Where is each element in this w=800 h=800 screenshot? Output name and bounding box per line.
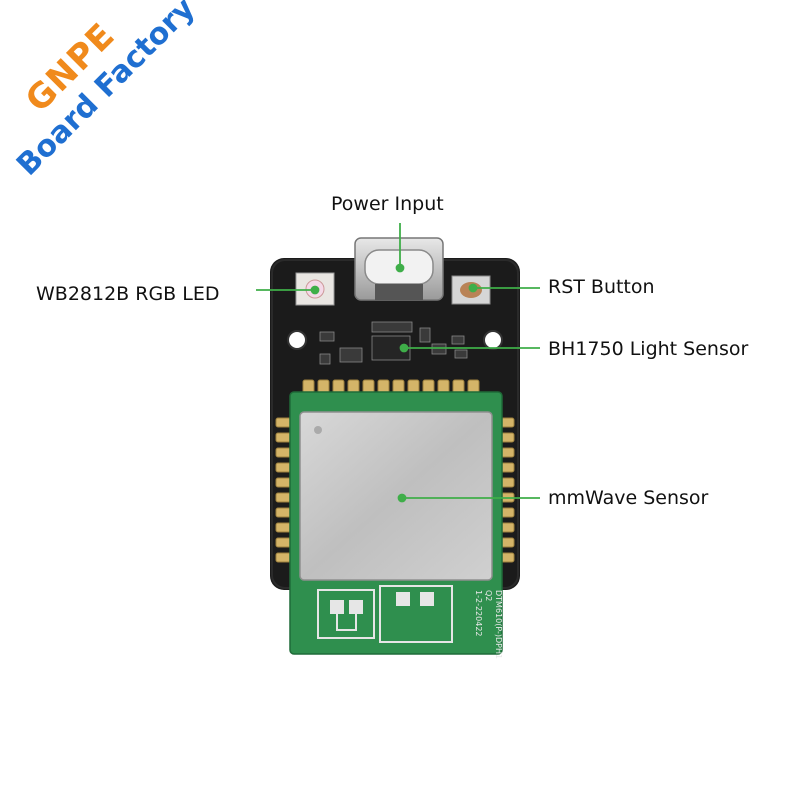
label-mmwave-sensor: mmWave Sensor — [548, 487, 709, 509]
marking-line2: Q2 — [484, 590, 493, 601]
mounting-hole — [483, 330, 503, 350]
module-marking: DTM610(P-)DPH1 Q2 1-2-220422 — [474, 590, 503, 659]
mmwave-shield — [299, 411, 493, 581]
mounting-hole — [287, 330, 307, 350]
rgb-led — [295, 272, 335, 306]
label-power-input: Power Input — [331, 193, 444, 215]
antenna-patches — [317, 585, 453, 643]
smd-components — [319, 321, 468, 365]
marking-line3: 1-2-220422 — [474, 590, 483, 637]
label-rgb-led: WB2812B RGB LED — [36, 283, 220, 305]
label-light-sensor: BH1750 Light Sensor — [548, 338, 749, 360]
label-rst-button: RST Button — [548, 276, 655, 298]
marking-line1: DTM610(P-)DPH1 — [494, 590, 503, 659]
